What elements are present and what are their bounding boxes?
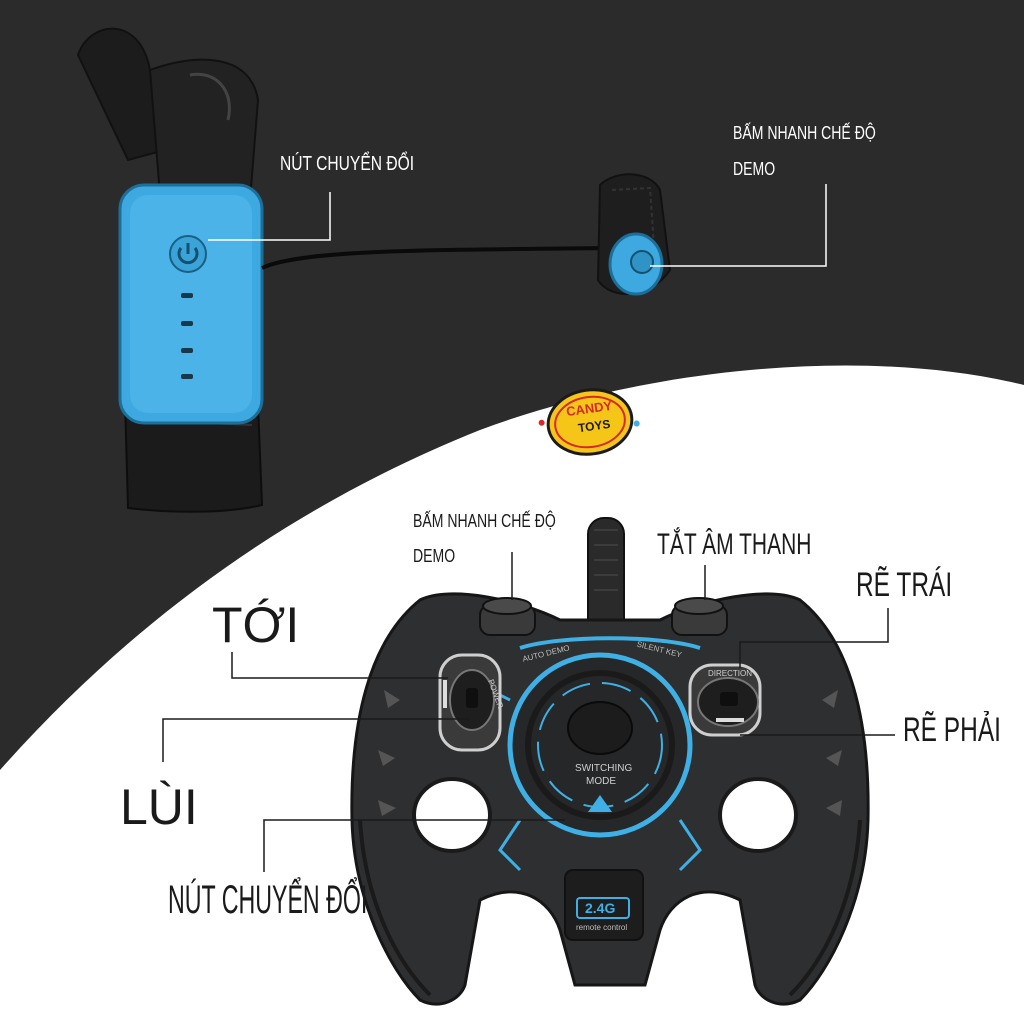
remote-demo-label-line2: DEMO bbox=[413, 546, 456, 566]
remote-control-text: remote control bbox=[576, 923, 628, 932]
remote-mute-label: TẮT ÂM THANH bbox=[657, 528, 812, 561]
candy-toys-logo bbox=[538, 388, 640, 456]
wrist-switch-leader bbox=[208, 192, 331, 241]
direction-text: DIRECTION bbox=[708, 669, 752, 678]
wrist-demo-label-line2: DEMO bbox=[733, 159, 776, 179]
remote-demo-label-line1: BẤM NHANH CHẾ ĐỘ bbox=[413, 511, 556, 531]
remote-backward-label: LÙI bbox=[120, 779, 198, 835]
remote-switch-label: NÚT CHUYỂN ĐỔI bbox=[168, 878, 368, 922]
remote-switch-leader bbox=[263, 819, 565, 872]
remote-turn-left-label: RẼ TRÁI bbox=[856, 566, 953, 604]
wrist-demo-label-line1: BẤM NHANH CHẾ ĐỘ bbox=[733, 123, 876, 143]
remote-left-leader bbox=[739, 608, 889, 668]
remote-back-leader bbox=[162, 718, 470, 762]
remote-forward-leader bbox=[231, 652, 448, 679]
switching-mode-text-line2: MODE bbox=[586, 776, 616, 787]
remote-turn-right-label: RẼ PHẢI bbox=[903, 711, 1001, 749]
remote-controller-image bbox=[350, 517, 870, 1006]
switching-mode-text-line1: SWITCHING bbox=[575, 763, 633, 774]
wrist-demo-leader bbox=[650, 184, 827, 267]
wrist-controller-image bbox=[76, 27, 672, 513]
remote-forward-label: TỚI bbox=[212, 597, 300, 653]
wrist-switch-label: NÚT CHUYỂN ĐỔI bbox=[280, 153, 415, 175]
freq-text: 2.4G bbox=[585, 900, 616, 916]
